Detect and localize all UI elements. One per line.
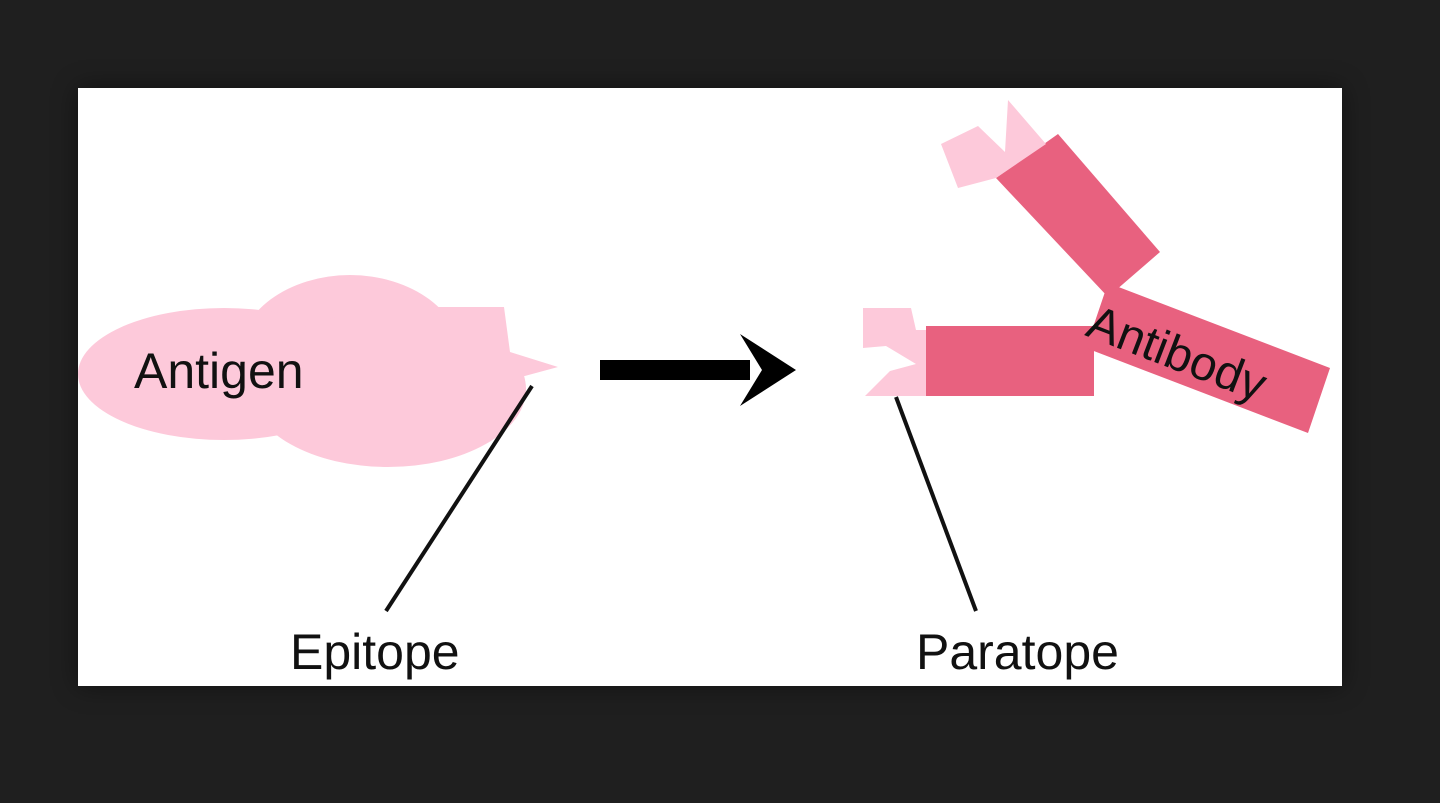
paratope-label: Paratope: [916, 624, 1119, 680]
antibody-shape: [863, 100, 1330, 433]
right-arrow-icon: [600, 334, 796, 406]
antigen-label: Antigen: [134, 343, 304, 399]
paratope-pointer-line: [894, 396, 978, 612]
antigen-shape: [78, 275, 558, 467]
epitope-pointer-line: [384, 384, 534, 613]
diagram-image: Antigen Epitope Antib: [78, 88, 1342, 686]
epitope-label: Epitope: [290, 624, 460, 680]
